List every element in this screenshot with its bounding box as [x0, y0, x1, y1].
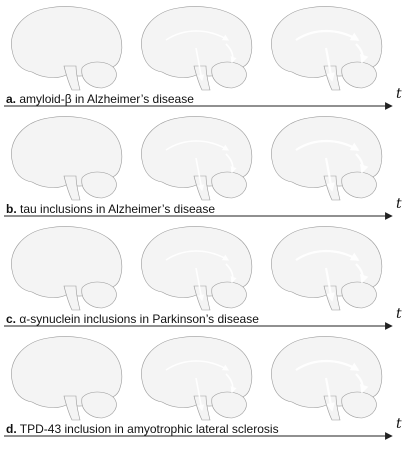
spread-arrows	[165, 360, 237, 412]
brain-b-stage-2	[141, 116, 253, 201]
brain-c-stage-1	[11, 226, 123, 311]
spread-arrows	[295, 140, 369, 192]
panel-b: b. tau inclusions in Alzheimer’s disease…	[4, 116, 402, 220]
panel-caption-text: TPD-43 inclusion in amyotrophic lateral …	[20, 422, 279, 436]
spread-arrows	[165, 140, 237, 192]
panel-d: d. TPD-43 inclusion in amyotrophic later…	[4, 336, 402, 440]
panel-caption: c. α-synuclein inclusions in Parkinson’s…	[6, 312, 259, 326]
brain-b-stage-1	[11, 116, 123, 201]
brain-d-stage-2	[141, 336, 253, 421]
spread-arrows	[295, 250, 369, 302]
time-symbol: t	[396, 196, 402, 212]
spread-arrows	[165, 30, 237, 82]
brain-c-stage-2	[141, 226, 253, 311]
brain-b-stage-3	[271, 116, 383, 201]
spread-arrows	[295, 30, 369, 82]
time-symbol: t	[396, 86, 402, 102]
panel-caption: b. tau inclusions in Alzheimer’s disease	[6, 202, 215, 216]
brain-d-stage-1	[11, 336, 123, 421]
spread-arrows	[165, 250, 237, 302]
panel-letter: a.	[6, 92, 16, 106]
brain-a-stage-2	[141, 6, 253, 91]
panel-a: a. amyloid-β in Alzheimer’s disease t	[4, 6, 402, 110]
panel-caption: d. TPD-43 inclusion in amyotrophic later…	[6, 422, 279, 436]
panel-caption-text: α-synuclein inclusions in Parkinson’s di…	[19, 312, 259, 326]
time-symbol: t	[396, 416, 402, 432]
brain-c-stage-3	[271, 226, 383, 311]
brain-a-stage-1	[11, 6, 123, 91]
time-symbol: t	[396, 306, 402, 322]
panel-letter: c.	[6, 312, 16, 326]
panel-letter: d.	[6, 422, 17, 436]
panel-caption-text: tau inclusions in Alzheimer’s disease	[20, 202, 215, 216]
panel-letter: b.	[6, 202, 17, 216]
brain-a-stage-3	[271, 6, 383, 91]
panel-c: c. α-synuclein inclusions in Parkinson’s…	[4, 226, 402, 330]
panel-caption: a. amyloid-β in Alzheimer’s disease	[6, 92, 194, 106]
brain-d-stage-3	[271, 336, 383, 421]
panel-caption-text: amyloid-β in Alzheimer’s disease	[19, 92, 194, 106]
spread-arrows	[295, 360, 369, 412]
